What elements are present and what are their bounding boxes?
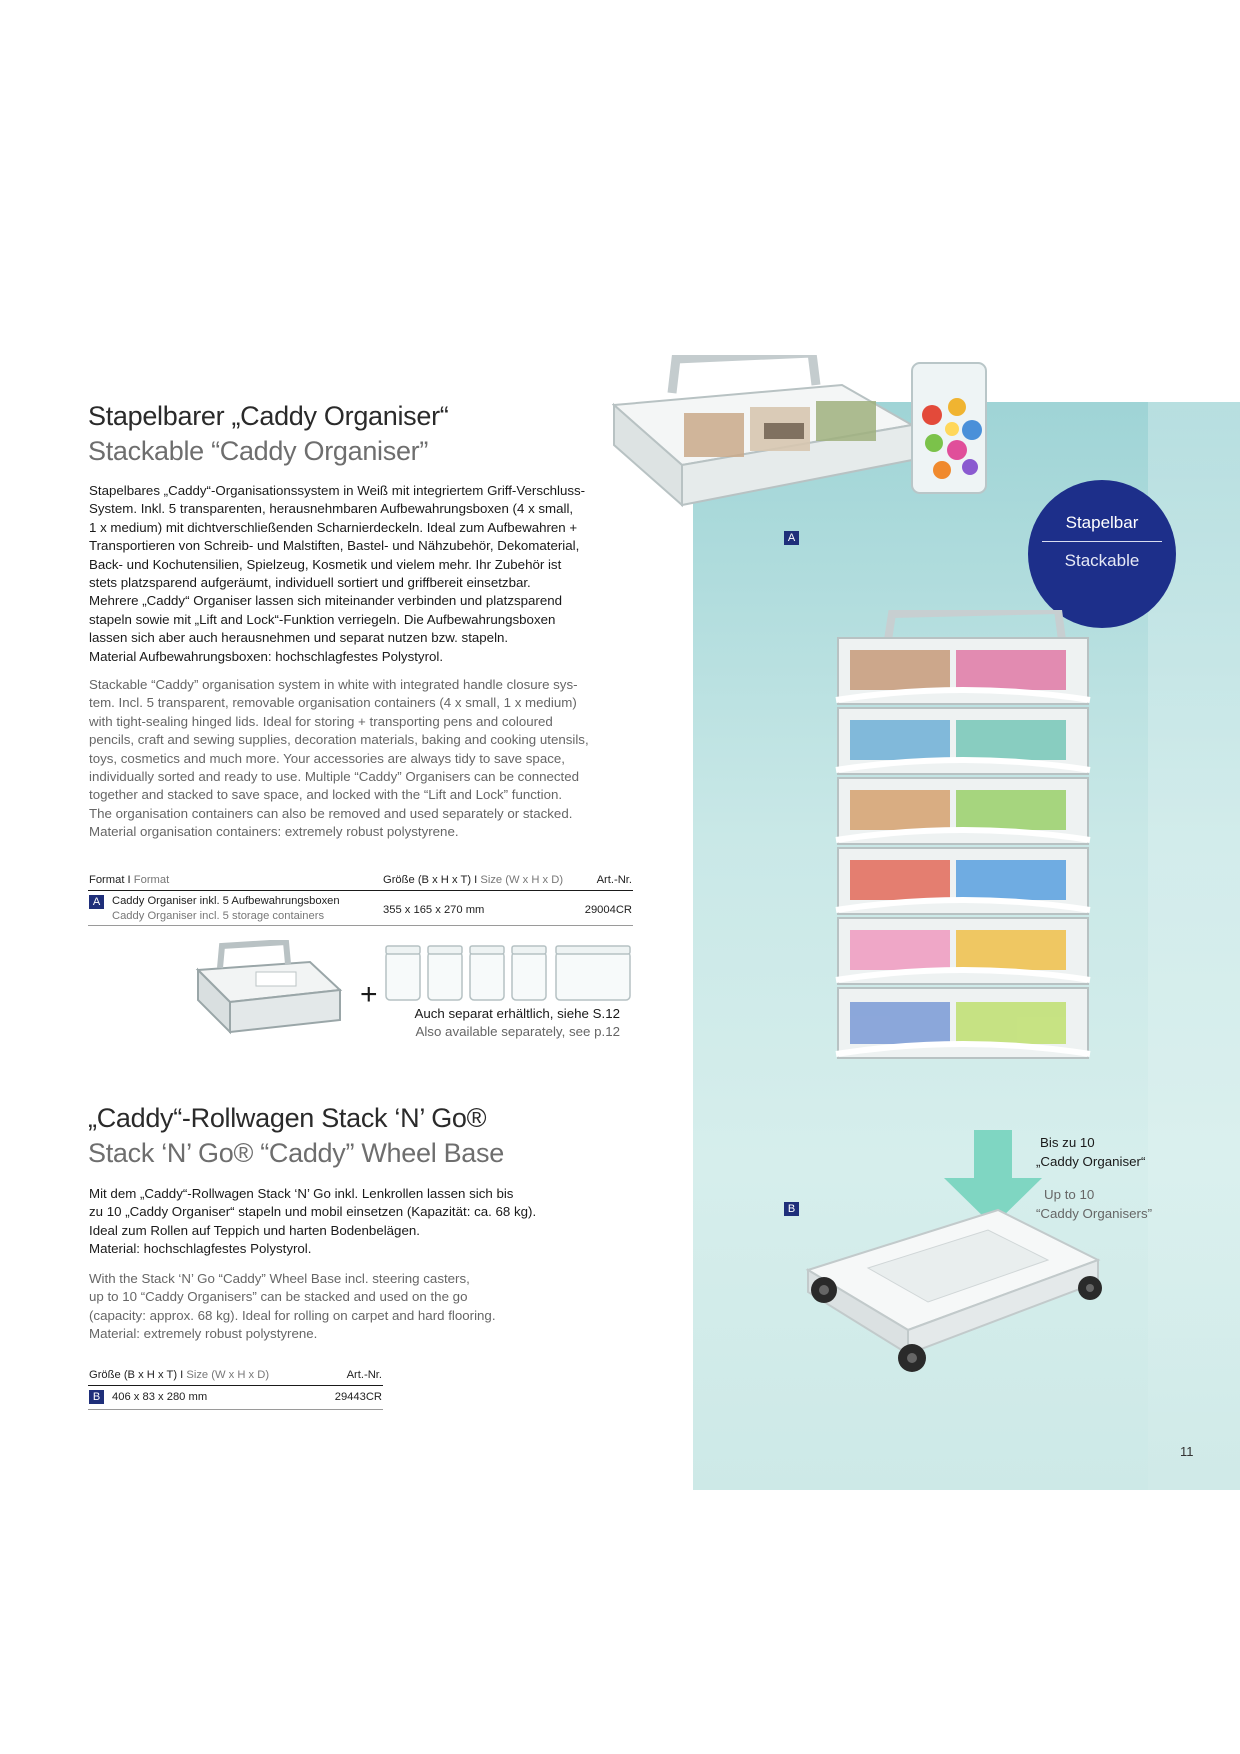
table-b-row-size: 406 x 83 x 280 mm bbox=[112, 1391, 208, 1403]
caddy-frame-image bbox=[195, 940, 343, 1035]
table-a-header-format: Format I Format bbox=[89, 874, 170, 886]
body-line: zu 10 „Caddy Organiser“ stapeln und mobi… bbox=[89, 1204, 537, 1220]
section-b-title-en: Stack ‘N’ Go® “Caddy” Wheel Base bbox=[88, 1138, 504, 1168]
separately-note-de: Auch separat erhältlich, siehe S.12 bbox=[414, 1006, 621, 1021]
body-line: Stackable “Caddy” organisation system in… bbox=[89, 677, 578, 692]
table-b-rule-bottom bbox=[88, 1409, 383, 1410]
body-line: (capacity: approx. 68 kg). Ideal for rol… bbox=[89, 1307, 496, 1323]
table-a-row-name: Caddy Organiser inkl. 5 Aufbewahrungsbox… bbox=[112, 895, 340, 922]
stackable-badge-divider bbox=[1042, 541, 1162, 542]
capacity-note-de-1: Bis zu 10 bbox=[1040, 1135, 1095, 1150]
image-label-b-wrap: B bbox=[784, 1199, 799, 1217]
table-a-row: A bbox=[89, 895, 104, 909]
body-line: stets platzsparend aufgeräumt, individue… bbox=[89, 575, 531, 591]
small-boxes-image bbox=[385, 945, 631, 1001]
stackable-badge: Stapelbar Stackable bbox=[1028, 480, 1176, 628]
body-line: stapeln sowie mit „Lift and Lock“-Funkti… bbox=[89, 611, 556, 627]
table-a-header-size: Größe (B x H x T) I Size (W x H x D) bbox=[383, 874, 564, 886]
body-line: Mehrere „Caddy“ Organiser lassen sich mi… bbox=[89, 593, 563, 609]
body-line: tem. Incl. 5 transparent, removable orga… bbox=[89, 695, 577, 711]
body-line: Ideal zum Rollen auf Teppich und harten … bbox=[89, 1222, 420, 1238]
body-line: The organisation containers can also be … bbox=[89, 805, 573, 821]
table-b-row-art: 29443CR bbox=[334, 1391, 382, 1403]
section-b-body-de: Mit dem „Caddy“-Rollwagen Stack ‘N’ Go i… bbox=[89, 1185, 629, 1259]
section-b-title-de: „Caddy“-Rollwagen Stack ‘N’ Go® bbox=[88, 1103, 487, 1133]
down-arrow-icon bbox=[944, 1130, 1042, 1226]
badge-b: B bbox=[89, 1390, 104, 1404]
table-b-header-art: Art.-Nr. bbox=[346, 1369, 382, 1381]
section-a-body-de: Stapelbares „Caddy“-Organisationssystem … bbox=[89, 482, 629, 666]
body-line: individually sorted and ready to use. Mu… bbox=[89, 769, 580, 785]
body-line: Material: extremely robust polystyrene. bbox=[89, 1326, 318, 1342]
body-line: Material organisation containers: extrem… bbox=[89, 824, 459, 840]
table-a-rule-top bbox=[88, 890, 633, 891]
table-a-row-art: 29004CR bbox=[584, 904, 632, 916]
body-line: toys, cosmetics and much more. Your acce… bbox=[89, 750, 565, 766]
plus-sign: + bbox=[360, 978, 378, 1011]
caddy-organiser-photo bbox=[612, 355, 987, 508]
body-line: lassen sich aber auch herausnehmen und s… bbox=[89, 630, 509, 646]
caddy-parts-illustration: + bbox=[195, 940, 631, 1035]
body-line: System. Inkl. 5 transparenten, herausneh… bbox=[89, 501, 574, 517]
badge-a: A bbox=[89, 895, 104, 909]
capacity-note-de-2: „Caddy Organiser“ bbox=[1036, 1154, 1146, 1169]
body-line: Mit dem „Caddy“-Rollwagen Stack ‘N’ Go i… bbox=[89, 1186, 514, 1201]
body-line: Transportieren von Schreib- und Malstift… bbox=[89, 538, 580, 554]
body-line: 1 x medium) mit dichtverschließenden Sch… bbox=[89, 519, 578, 535]
separately-note-en: Also available separately, see p.12 bbox=[415, 1024, 620, 1039]
section-a-body-en: Stackable “Caddy” organisation system in… bbox=[89, 676, 629, 842]
body-line: Material Aufbewahrungsboxen: hochschlagf… bbox=[89, 648, 444, 664]
body-line: With the Stack ‘N’ Go “Caddy” Wheel Base… bbox=[89, 1271, 470, 1286]
body-line: Back- und Kochutensilien, Spielzeug, Kos… bbox=[89, 556, 562, 572]
section-b-body-en: With the Stack ‘N’ Go “Caddy” Wheel Base… bbox=[89, 1270, 629, 1344]
stackable-badge-en: Stackable bbox=[1064, 551, 1140, 570]
capacity-note-en-1: Up to 10 bbox=[1044, 1187, 1095, 1202]
image-label-b: B bbox=[784, 1202, 799, 1216]
stacked-caddy-tower-photo bbox=[835, 610, 1091, 1059]
body-line: Material: hochschlagfestes Polystyrol. bbox=[89, 1241, 312, 1257]
image-label-a-wrap: A bbox=[784, 528, 799, 546]
body-line: up to 10 “Caddy Organisers” can be stack… bbox=[89, 1289, 468, 1305]
table-b-row: B bbox=[89, 1390, 104, 1404]
body-line: pencils, craft and sewing supplies, deco… bbox=[89, 732, 589, 748]
body-line: with tight-sealing hinged lids. Ideal fo… bbox=[89, 713, 553, 729]
body-line: Stapelbares „Caddy“-Organisationssystem … bbox=[89, 483, 586, 498]
table-a-rule-bottom bbox=[88, 925, 633, 926]
body-line: together and stacked to save space, and … bbox=[89, 787, 563, 803]
image-label-a: A bbox=[784, 531, 799, 545]
stackable-badge-de: Stapelbar bbox=[1065, 513, 1139, 532]
section-a-title-en: Stackable “Caddy Organiser” bbox=[88, 436, 429, 466]
page-number: 11 bbox=[1180, 1444, 1194, 1459]
section-a-title-de: Stapelbarer „Caddy Organiser“ bbox=[88, 401, 449, 431]
table-b-header-size: Größe (B x H x T) I Size (W x H x D) bbox=[89, 1369, 270, 1381]
table-a-row-size: 355 x 165 x 270 mm bbox=[383, 904, 485, 916]
table-b-rule-top bbox=[88, 1385, 383, 1386]
capacity-note-en-2: “Caddy Organisers” bbox=[1036, 1206, 1153, 1221]
table-a-header-art: Art.-Nr. bbox=[596, 874, 632, 886]
wheel-base-photo bbox=[805, 1208, 1102, 1372]
